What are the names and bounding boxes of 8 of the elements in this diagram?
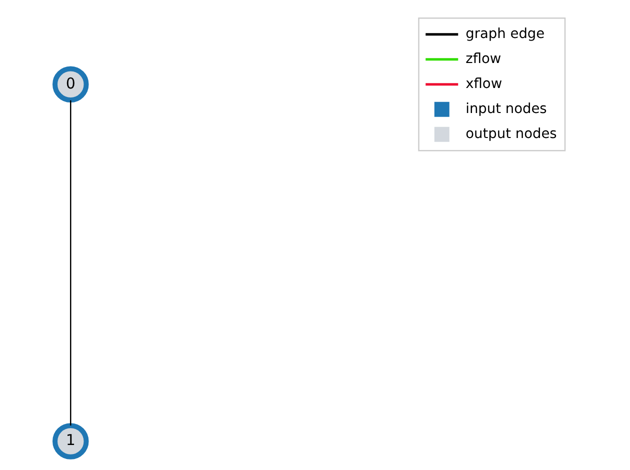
legend-label: graph edge: [466, 26, 545, 42]
connector: [70, 100, 72, 426]
legend-label: xflow: [466, 76, 502, 92]
legend-label: zflow: [466, 50, 502, 67]
node-circle: 0: [52, 66, 89, 102]
node-circle: 1: [52, 423, 89, 460]
legend-label: output nodes: [466, 126, 557, 142]
legend-label: input nodes: [466, 100, 547, 117]
